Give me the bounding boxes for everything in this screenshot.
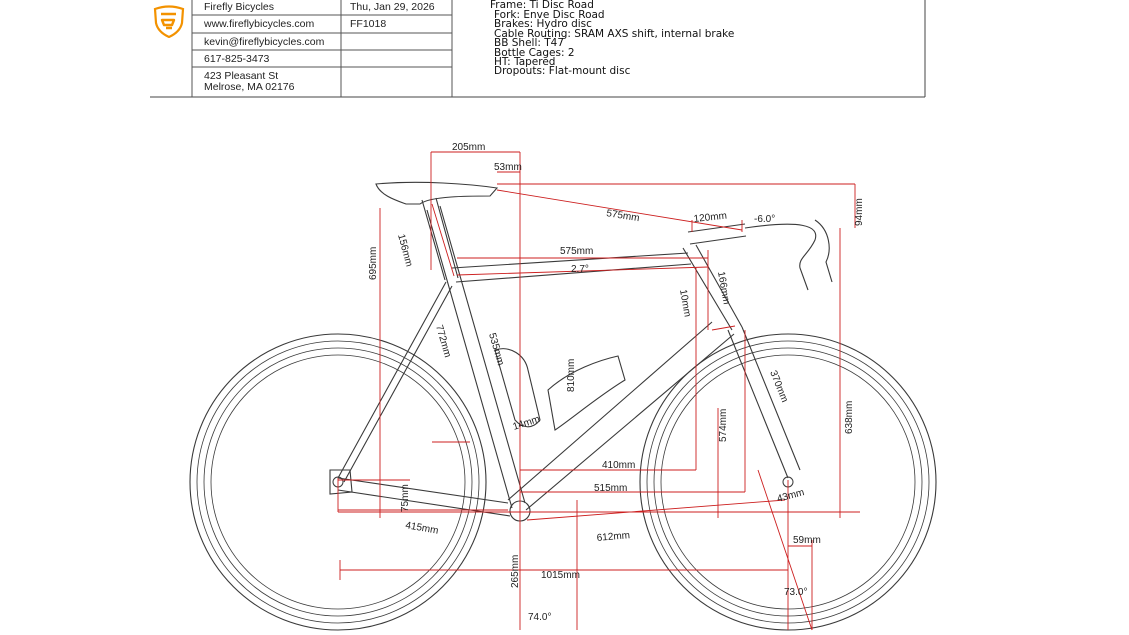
dim-stack: 810mm xyxy=(566,359,577,392)
header-table-lines xyxy=(150,0,926,98)
company-name: Firefly Bicycles xyxy=(204,1,275,13)
phone-number: 617-825-3473 xyxy=(204,53,270,65)
dim-seat-tube-ct: 772mm xyxy=(433,324,453,359)
seat-tube xyxy=(426,205,526,509)
website-link[interactable]: www.fireflybicycles.com xyxy=(204,18,315,30)
dim-front-center-410: 410mm xyxy=(602,460,635,471)
dim-reach-574: 574mm xyxy=(718,409,729,442)
bottle-cage-2 xyxy=(547,355,626,431)
dim-saddle-height: 695mm xyxy=(368,247,379,280)
dim-seatpost-ext: 156mm xyxy=(395,233,414,268)
spec-frame: Frame: Ti Disc Road xyxy=(490,0,594,11)
top-tube xyxy=(451,252,692,283)
dim-wheelbase: 1015mm xyxy=(541,570,580,581)
dim-fork-offset: 43mm xyxy=(776,487,806,505)
dim-bar-drop: 94mm xyxy=(854,198,865,226)
head-tube xyxy=(682,244,743,331)
dim-saddle-setback: 205mm xyxy=(452,142,485,153)
dim-stem-length: 120mm xyxy=(693,211,727,225)
dim-saddle-to-bar: 575mm xyxy=(606,208,641,224)
email-link[interactable]: kevin@fireflybicycles.com xyxy=(204,36,325,48)
dim-handlebar-height: 638mm xyxy=(844,401,855,434)
firefly-shield-icon xyxy=(153,5,185,38)
handlebar xyxy=(744,219,833,291)
dim-seat-tube-cc: 535mm xyxy=(486,332,506,367)
dim-bb-height: 265mm xyxy=(510,555,521,588)
spec-cable-routing: Cable Routing: SRAM AXS shift, internal … xyxy=(494,28,735,40)
dim-chainstay: 415mm xyxy=(404,520,439,537)
dimension-lines xyxy=(337,151,860,631)
dim-seat-tube-offset: 14mm xyxy=(512,414,542,433)
dim-stem-angle: -6.0° xyxy=(754,214,775,225)
seatstay xyxy=(337,281,453,483)
rear-wheel xyxy=(189,333,487,631)
order-id: FF1018 xyxy=(350,18,387,30)
rear-dropout xyxy=(329,469,353,495)
dim-front-center-515: 515mm xyxy=(594,483,627,494)
saddle xyxy=(375,181,499,205)
dim-trail: 59mm xyxy=(793,535,821,546)
dim-seat-angle: 74.0° xyxy=(528,612,551,623)
stem xyxy=(687,223,747,245)
dim-bb-drop: 75mm xyxy=(400,484,411,512)
fork xyxy=(727,326,801,479)
down-tube xyxy=(507,321,735,511)
order-date: Thu, Jan 29, 2026 xyxy=(350,1,435,13)
dim-head-angle: 73.0° xyxy=(784,587,807,598)
spec-brakes: Brakes: Hydro disc xyxy=(494,18,592,30)
spec-dropouts: Dropouts: Flat-mount disc xyxy=(494,65,631,77)
address-line2: Melrose, MA 02176 xyxy=(204,81,295,93)
seat-post xyxy=(421,197,459,281)
spec-bottle-cages: Bottle Cages: 2 xyxy=(494,47,575,59)
dim-down-tube-612: 612mm xyxy=(596,530,630,544)
spec-bb-shell: BB Shell: T47 xyxy=(494,37,565,49)
spec-fork: Fork: Enve Disc Road xyxy=(494,9,605,21)
dim-head-tube-ext: 10mm xyxy=(677,289,693,318)
dim-top-tube: 575mm xyxy=(560,246,593,257)
address-line1: 423 Pleasant St xyxy=(204,70,279,82)
dim-saddle-offset: 53mm xyxy=(494,162,522,173)
spec-head-tube: HT: Tapered xyxy=(494,56,556,68)
dim-head-tube: 166mm xyxy=(715,271,732,306)
dim-top-tube-slope: 2.7° xyxy=(571,264,589,275)
